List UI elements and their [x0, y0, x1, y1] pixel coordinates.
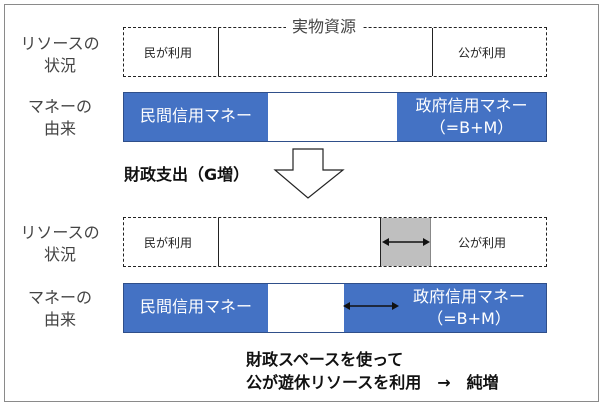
private-money-label: 民間信用マネー [139, 106, 252, 125]
private-use-label-after: 民が利用 [144, 236, 193, 250]
conclusion-line-1: 財政スペースを使って [246, 350, 404, 369]
public-use-label: 公が利用 [458, 46, 507, 60]
gov-money-formula-after: （=B+M） [427, 309, 511, 328]
gov-money-formula: （=B+M） [429, 118, 514, 137]
private-use-divider-after [218, 218, 219, 266]
down-arrow-icon [273, 148, 345, 199]
private-use-divider [218, 28, 219, 76]
money-origin-label-after: マネーの 由来 [27, 288, 92, 329]
expansion-arrow-icon [382, 238, 430, 246]
resource-status-label: リソースの 状況 [20, 34, 100, 75]
money-bar-top: 民間信用マネー 政府信用マネー （=B+M） [123, 92, 547, 142]
real-resources-title: 実物資源 [286, 18, 363, 36]
private-use-label: 民が利用 [144, 46, 193, 60]
public-use-divider [432, 28, 433, 76]
gov-money-label: 政府信用マネー [415, 96, 528, 115]
private-money-label-after: 民間信用マネー [139, 297, 252, 316]
gov-money-segment: 政府信用マネー （=B+M） [397, 93, 546, 141]
money-origin-label: マネーの 由来 [27, 97, 92, 138]
private-money-segment-after: 民間信用マネー [124, 284, 268, 332]
real-resources-box-after [123, 217, 547, 267]
gov-money-segment-after: 政府信用マネー （=B+M） [344, 284, 546, 332]
fiscal-spending-caption: 財政支出（G増） [124, 165, 250, 184]
public-use-label-after: 公が利用 [458, 236, 507, 250]
private-money-segment: 民間信用マネー [124, 93, 268, 141]
money-bar-bottom: 民間信用マネー 政府信用マネー （=B+M） [123, 283, 547, 333]
resource-status-label-after: リソースの 状況 [20, 223, 100, 264]
gov-expansion-arrow-icon [343, 302, 399, 310]
conclusion-line-2: 公が遊休リソースを利用 → 純増 [246, 373, 499, 392]
gov-money-label-after: 政府信用マネー [412, 287, 525, 306]
shade-edge [430, 218, 431, 266]
public-use-divider-after [380, 218, 381, 266]
